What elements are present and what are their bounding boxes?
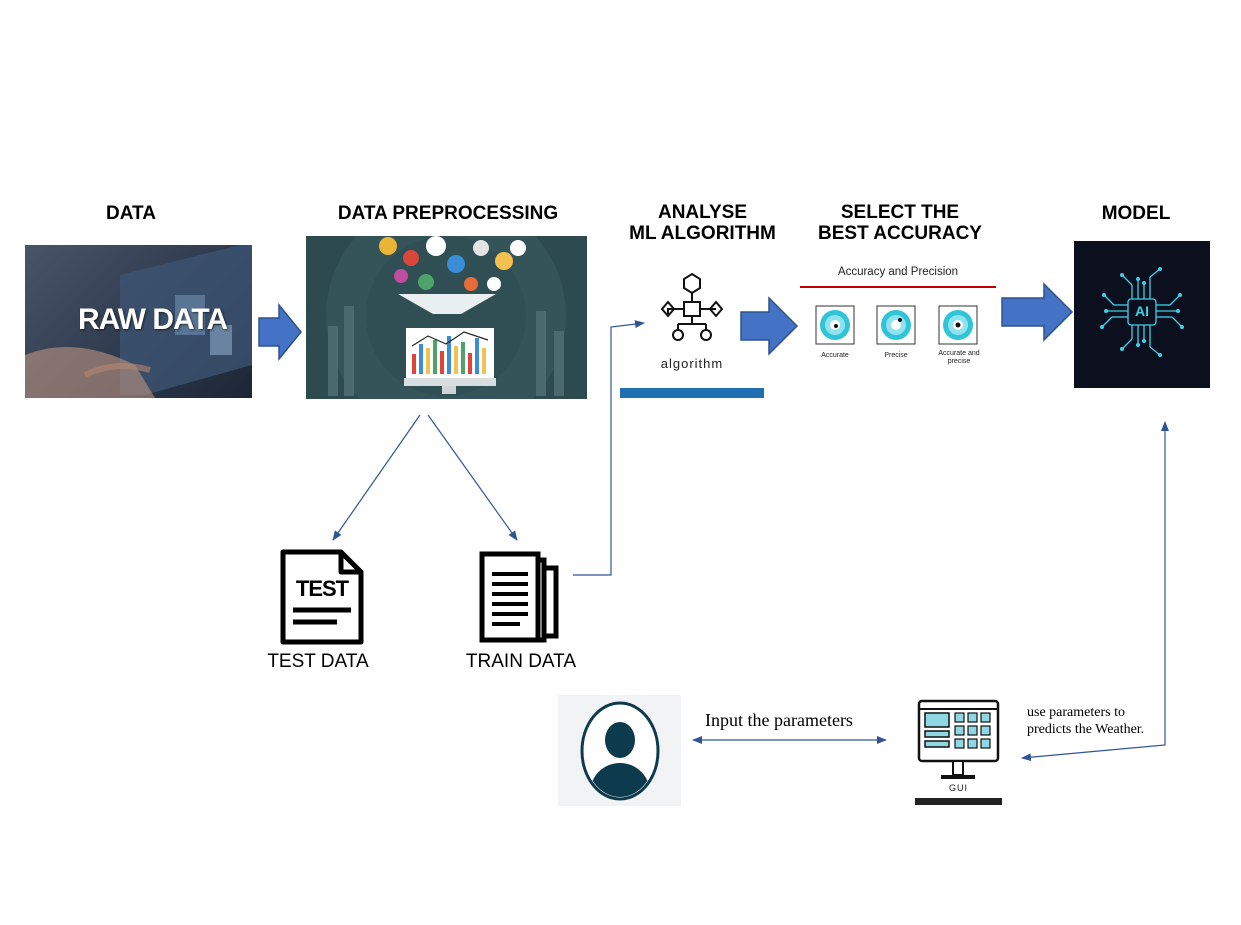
test-data-label: TEST DATA [267,651,369,672]
train-data-icon [478,550,568,644]
test-data-icon: TEST [279,548,365,646]
accuracy-item-both: Accurate and precise [938,350,980,365]
stage-title-analyse-line1: ANALYSE [657,202,748,223]
use-parameters-line1: use parameters to [1027,705,1125,720]
stage-title-data: DATA [106,203,156,224]
accuracy-item-precise: Precise [884,352,908,359]
train-data-label: TRAIN DATA [465,651,577,672]
test-icon-text: TEST [295,576,349,601]
stage-title-analyse-line2: ML ALGORITHM [629,223,776,244]
train-documents-icon [479,551,559,643]
input-parameters-label: Input the parameters [705,710,853,730]
person-icon [580,701,660,801]
ai-text: AI [1135,303,1149,319]
accuracy-targets [800,286,996,345]
algorithm-image: algorithm [620,252,764,398]
accuracy-title: Accuracy and Precision [837,266,959,278]
stage-title-analyse: ANALYSE ML ALGORITHM [610,202,795,244]
stage-title-model: MODEL [1101,203,1171,224]
raw-data-image: RAW DATA [25,245,252,398]
algorithm-text: algorithm [660,356,724,371]
algorithm-flowchart-icon [620,272,764,398]
connector-preprocessing-to-test [332,414,421,541]
user-avatar [558,695,681,806]
stage-title-select-line1: SELECT THE [840,202,960,223]
tablet-illustration [25,245,252,398]
block-arrow-accuracy-to-model [1001,282,1074,342]
stage-title-preprocessing: DATA PREPROCESSING [337,203,559,224]
raw-data-text: RAW DATA [78,303,228,336]
gui-image: GUI [915,697,1002,805]
gui-monitor-icon [915,699,1002,805]
gui-text: GUI [948,783,968,793]
connector-preprocessing-to-train [427,414,518,541]
ai-chip-icon [1100,267,1184,357]
preprocessing-image [306,236,587,399]
stage-title-select-line2: BEST ACCURACY [818,223,982,244]
use-parameters-line2: predicts the Weather. [1027,722,1145,737]
accuracy-item-accurate: Accurate [821,352,849,359]
test-document-icon [280,549,364,645]
ai-model-image: AI [1074,241,1210,388]
accuracy-image: Accuracy and Precision [800,256,996,398]
block-arrow-data-to-preprocessing [258,302,302,362]
stage-title-select: SELECT THE BEST ACCURACY [800,202,1000,244]
use-parameters-label: use parameters to predicts the Weather. [1027,704,1144,738]
preprocessing-illustration [326,236,566,399]
